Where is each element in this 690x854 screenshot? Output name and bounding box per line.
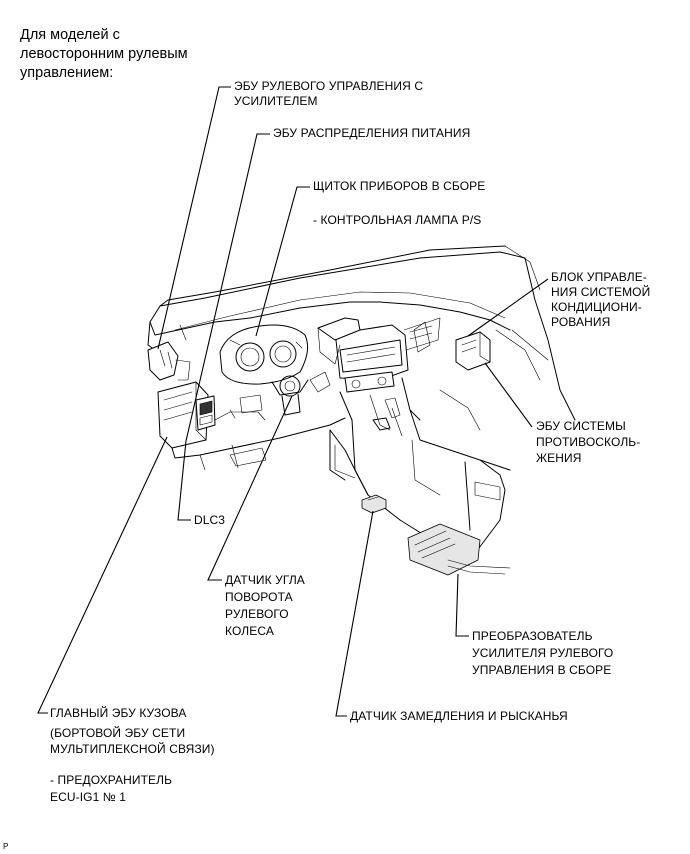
label-ac-unit-line3: КОНДИЦИОНИ-	[551, 300, 642, 314]
label-body-ecu-line2: (БОРТОВОЙ ЭБУ СЕТИ	[50, 726, 186, 740]
label-skid-ecu-line2: ПРОТИВОСКОЛЬ-	[536, 435, 641, 449]
corner-mark: P	[3, 842, 9, 851]
label-ac-unit-line1: БЛОК УПРАВЛЕ-	[551, 270, 647, 284]
label-ac-unit-line4: РОВАНИЯ	[551, 315, 611, 329]
label-skid-ecu-line3: ЖЕНИЯ	[536, 451, 582, 465]
label-meter: ЩИТОК ПРИБОРОВ В СБОРЕ	[313, 179, 486, 193]
yaw-rate-sensor	[361, 494, 387, 514]
power-steering-converter	[407, 523, 481, 576]
eps-ecu	[147, 341, 179, 381]
header-line-2: левосторонним рулевым	[20, 46, 188, 62]
leader-steering-sensor	[207, 395, 293, 581]
leader-power-ecu	[185, 133, 270, 442]
label-fuse-line1: - ПРЕДОХРАНИТЕЛЬ	[50, 773, 173, 787]
ac-control-unit	[455, 331, 491, 371]
gear-lever	[372, 417, 391, 431]
label-ps-lamp: - КОНТРОЛЬНАЯ ЛАМПА P/S	[313, 213, 482, 227]
steering-column	[271, 379, 309, 396]
label-eps-ecu-line1: ЭБУ РУЛЕВОГО УПРАВЛЕНИЯ С	[234, 79, 424, 93]
leader-ac-unit	[467, 278, 549, 337]
leader-meter	[255, 186, 310, 337]
label-steering-sensor-line3: РУЛЕВОГО	[225, 607, 289, 621]
label-eps-ecu-line2: УСИЛИТЕЛЕМ	[234, 94, 318, 108]
center-display	[317, 317, 361, 341]
dashboard-top	[149, 301, 511, 336]
leader-converter	[455, 573, 469, 637]
label-body-ecu-line3: МУЛЬТИПЛЕКСНОЙ СВЯЗИ)	[50, 742, 215, 756]
label-skid-ecu-line1: ЭБУ СИСТЕМЫ	[536, 419, 626, 433]
label-steering-sensor-line4: КОЛЕСА	[225, 624, 274, 638]
label-yaw-sensor: ДАТЧИК ЗАМЕДЛЕНИЯ И РЫСКАНЬЯ	[350, 709, 568, 723]
label-steering-sensor-line2: ПОВОРОТА	[225, 590, 293, 604]
label-converter-line3: УПРАВЛЕНИЯ В СБОРЕ	[472, 663, 612, 677]
windshield-outline	[149, 251, 526, 323]
leader-dlc3	[177, 440, 191, 521]
label-converter-line1: ПРЕОБРАЗОВАТЕЛЬ	[472, 629, 593, 643]
label-power-ecu: ЭБУ РАСПРЕДЕЛЕНИЯ ПИТАНИЯ	[273, 126, 471, 140]
label-steering-sensor-line1: ДАТЧИК УГЛА	[225, 573, 305, 587]
header-line-1: Для моделей с	[20, 27, 120, 43]
header-line-3: управлением:	[20, 65, 114, 81]
label-dlc3: DLC3	[194, 513, 226, 527]
leader-eps-ecu	[157, 86, 231, 350]
leader-skid-ecu	[484, 362, 533, 428]
leader-body-ecu	[37, 436, 168, 714]
label-ac-unit-line2: НИЯ СИСТЕМОЙ	[551, 285, 651, 299]
leader-yaw-sensor	[335, 510, 374, 717]
label-body-ecu-line1: ГЛАВНЫЙ ЭБУ КУЗОВА	[50, 706, 187, 720]
label-converter-line2: УСИЛИТЕЛЯ РУЛЕВОГО	[472, 646, 614, 660]
label-fuse-line2: ECU-IG1 № 1	[50, 790, 126, 804]
